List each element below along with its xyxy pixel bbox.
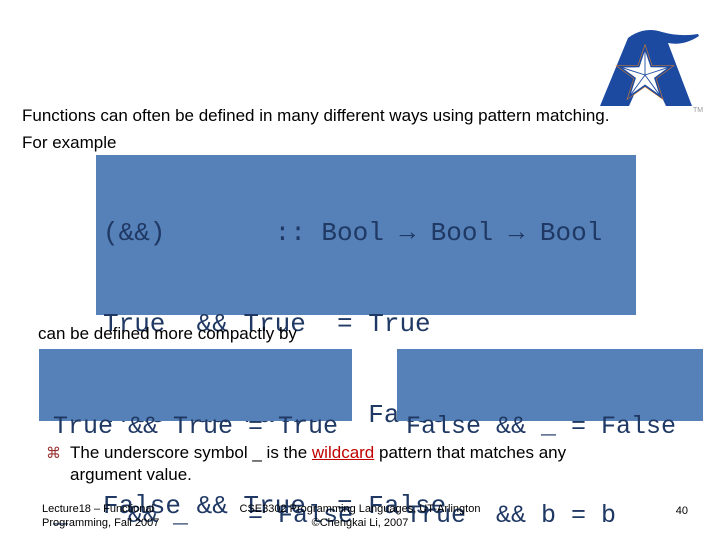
bullet-item: ⌘ The underscore symbol _ is the wildcar…	[46, 442, 630, 486]
intro-line-1: Functions can often be defined in many d…	[22, 106, 610, 125]
logo-star-facets	[619, 48, 671, 98]
bullet-text: The underscore symbol _ is the wildcard …	[70, 442, 630, 486]
main-code-block: (&&) :: Bool → Bool → Bool True && True …	[96, 155, 636, 521]
compact-text: can be defined more compactly by	[38, 324, 297, 343]
intro-line-2: For example	[22, 133, 117, 152]
wildcard-highlight: wildcard	[311, 443, 375, 462]
footer-lecture-line-2: Programming, Fall 2007	[42, 517, 160, 529]
bullet-text-after: pattern that matches any argument value.	[70, 443, 567, 484]
footer-lecture-line-1: Lecture18 – Functional	[42, 503, 154, 515]
code-line: False && True = False	[103, 491, 447, 521]
code-line: False && _ = False	[406, 412, 677, 441]
intro-text: Functions can often be defined in many d…	[22, 102, 692, 156]
code-line: _ && _ = False	[53, 501, 354, 530]
left-code-block: True && True = True _ && _ = False	[39, 349, 353, 530]
code-line: (&&) :: Bool → Bool → Bool	[103, 218, 603, 248]
code-line: True && b = b	[406, 501, 617, 530]
uta-logo: TM	[600, 30, 703, 114]
footer-course-line-2: ©Chengkai Li, 2007	[311, 517, 409, 529]
page-number: 40	[675, 505, 688, 517]
footer-course-info: CSE3302 Programming Languages, UT-Arling…	[0, 502, 720, 530]
right-code-block: False && _ = False True && b = b	[397, 349, 703, 530]
command-bullet-icon: ⌘	[46, 444, 61, 462]
footer-course-line-1: CSE3302 Programming Languages, UT-Arling…	[239, 503, 481, 515]
code-line: True && True = True	[53, 412, 339, 441]
bullet-text-before: The underscore symbol _ is the	[70, 443, 312, 462]
footer-lecture-info: Lecture18 – Functional Programming, Fall…	[42, 502, 159, 530]
code-line: True && True = True	[103, 309, 431, 339]
logo-tm-label: TM	[693, 107, 703, 114]
